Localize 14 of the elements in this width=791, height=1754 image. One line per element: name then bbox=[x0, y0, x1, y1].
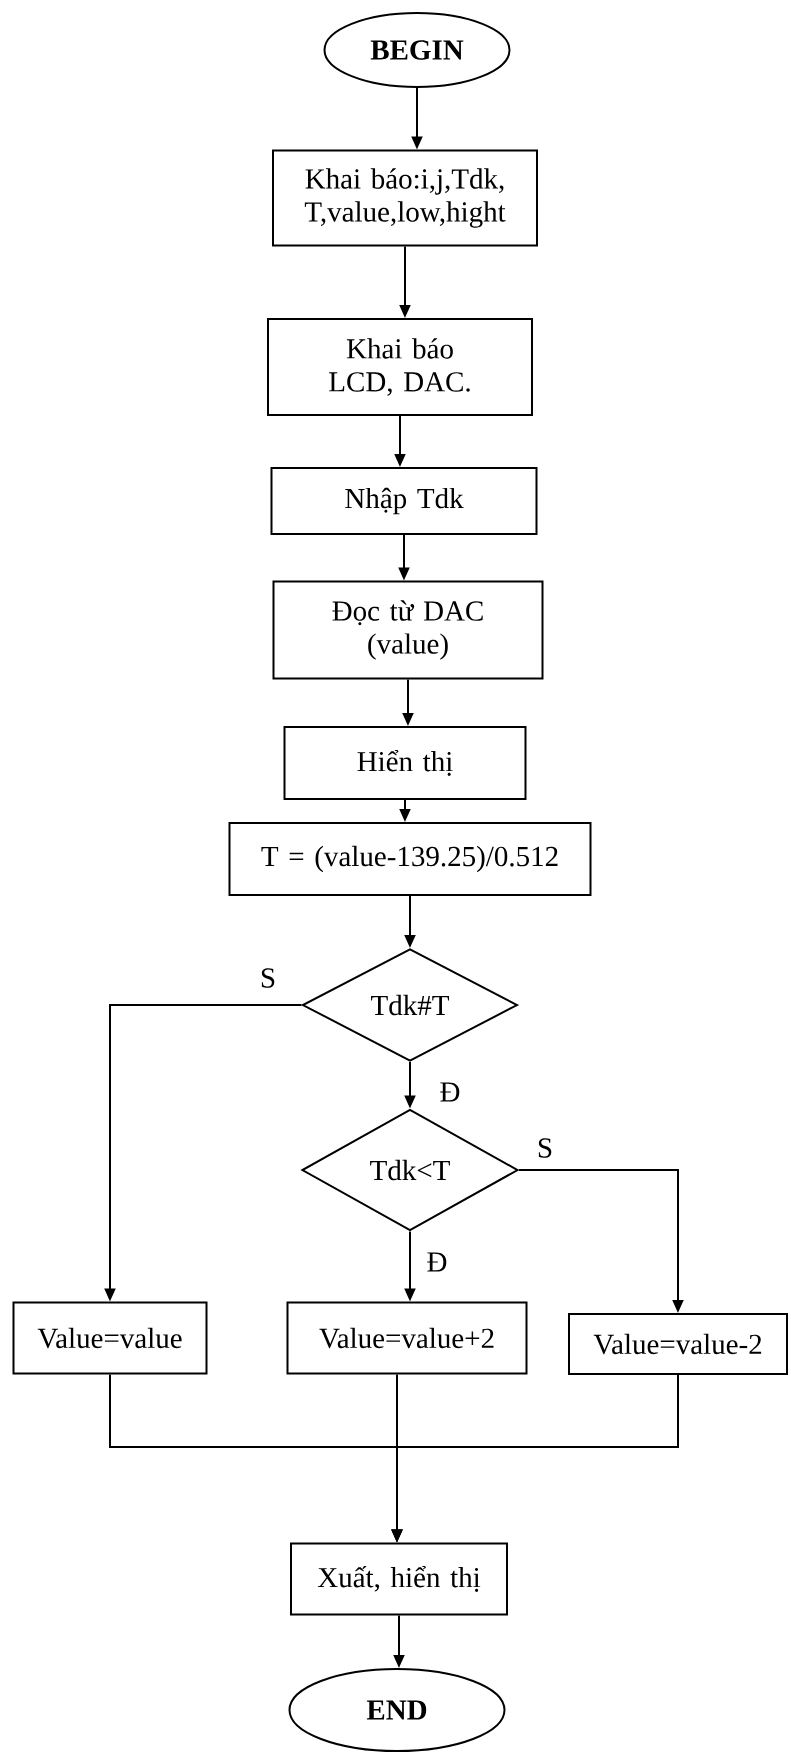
edge-label: Đ bbox=[438, 1081, 462, 1103]
edge-label: S bbox=[535, 1137, 555, 1159]
process-box: Xuất, hiển thị bbox=[290, 1542, 508, 1616]
process-box: Value=value-2 bbox=[568, 1313, 788, 1375]
process-box: T = (value-139.25)/0.512 bbox=[228, 822, 592, 896]
process-box: Nhập Tdk bbox=[270, 467, 538, 535]
process-box: Value=value bbox=[12, 1301, 208, 1375]
process-box: Khai báo LCD, DAC. bbox=[267, 318, 533, 416]
process-box: Value=value+2 bbox=[286, 1301, 528, 1375]
edge-label: Đ bbox=[425, 1251, 449, 1273]
process-box: Khai báo:i,j,Tdk, T,value,low,hight bbox=[272, 149, 538, 247]
process-box: Đọc từ DAC (value) bbox=[272, 580, 544, 680]
edge-label: S bbox=[258, 967, 278, 989]
process-box: Hiển thị bbox=[283, 726, 527, 800]
